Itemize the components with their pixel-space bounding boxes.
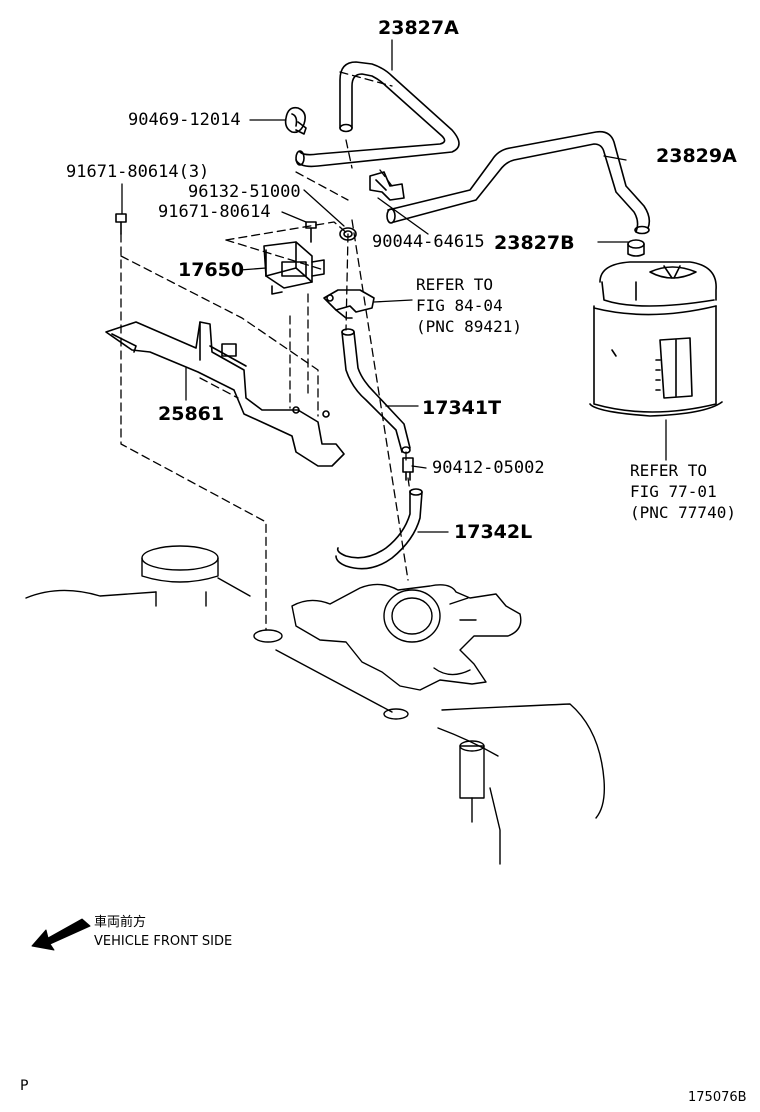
- refer-note-fig77: REFER TO FIG 77-01 (PNC 77740): [630, 460, 736, 523]
- label-90469-12014: 90469-12014: [128, 110, 241, 130]
- label-17342l: 17342L: [454, 521, 533, 543]
- hose-17341t: [341, 328, 411, 454]
- refer-fig84-line-3: (PNC 89421): [416, 317, 522, 336]
- bolt-91671-80614-3: [115, 213, 127, 235]
- label-91671-80614: 91671-80614: [158, 202, 271, 222]
- bracket-25861: [105, 321, 345, 467]
- label-23827b: 23827B: [494, 232, 575, 254]
- vehicle-front-english: VEHICLE FRONT SIDE: [94, 934, 233, 949]
- clip-90044-64615: [369, 171, 405, 201]
- engine-outline: [25, 545, 606, 865]
- vehicle-front-note: 車両前方 VEHICLE FRONT SIDE: [94, 913, 232, 951]
- vehicle-front-japanese: 車両前方: [94, 915, 147, 930]
- label-91671-80614-3: 91671-80614(3): [66, 162, 210, 182]
- refer-note-fig84: REFER TO FIG 84-04 (PNC 89421): [416, 274, 522, 337]
- refer-fig84-line-1: REFER TO: [416, 275, 494, 294]
- bolt-91671-80614: [305, 221, 317, 243]
- hose-23827a: [295, 61, 460, 168]
- label-96132-51000: 96132-51000: [188, 182, 301, 202]
- hose-17342l: [335, 488, 423, 570]
- hose-23829a: [386, 130, 651, 235]
- label-23827a: 23827A: [378, 17, 459, 39]
- label-17650: 17650: [178, 259, 245, 281]
- vehicle-front-arrow-icon: [31, 918, 91, 951]
- leader-lines: [121, 39, 667, 533]
- refer-fig84-line-2: FIG 84-04: [416, 296, 503, 315]
- label-17341t: 17341T: [422, 397, 502, 419]
- label-90412-05002: 90412-05002: [432, 458, 545, 478]
- connector-90412-05002: [402, 457, 414, 481]
- label-23829a: 23829A: [656, 145, 737, 167]
- drawing-number: 175076B: [688, 1090, 747, 1105]
- refer-fig77-line-3: (PNC 77740): [630, 503, 736, 522]
- refer-fig77-line-2: FIG 77-01: [630, 482, 717, 501]
- vsv-17650: [263, 241, 325, 295]
- label-90044-64615: 90044-64615: [372, 232, 485, 252]
- refer-fig77-line-1: REFER TO: [630, 461, 708, 480]
- label-25861: 25861: [158, 403, 225, 425]
- charcoal-canister: [589, 239, 723, 417]
- assembly-lines: [120, 71, 411, 631]
- corner-mark-left: P: [20, 1078, 29, 1094]
- clamp-90469-12014: [284, 106, 307, 135]
